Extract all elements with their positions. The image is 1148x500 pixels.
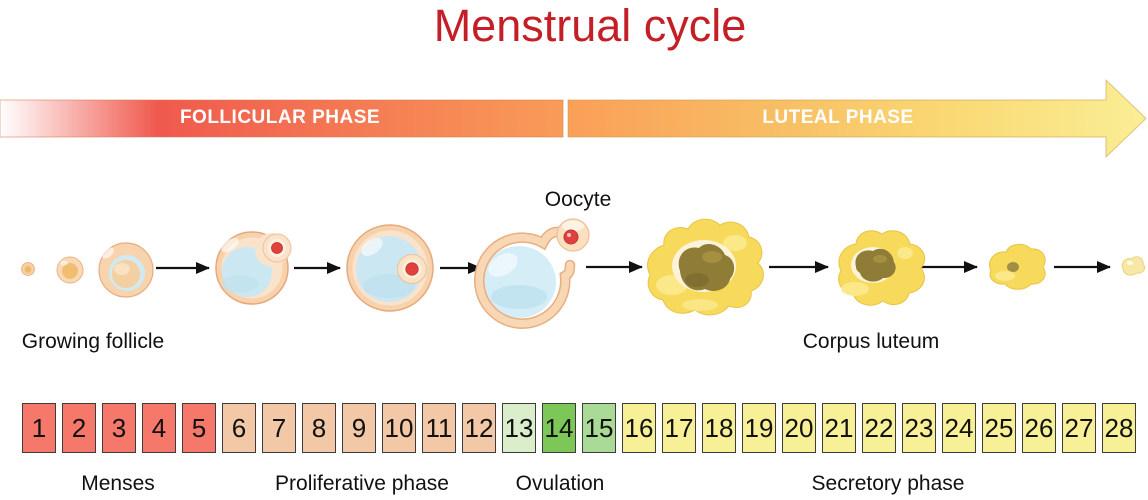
corpus-luteum-label: Corpus luteum [802, 330, 940, 353]
day-box-23: 23 [902, 403, 936, 453]
luteal-phase-label: LUTEAL PHASE [762, 107, 914, 128]
day-box-11: 11 [422, 403, 456, 453]
day-box-28: 28 [1102, 403, 1136, 453]
day-box-14: 14 [542, 403, 576, 453]
day-box-22: 22 [862, 403, 896, 453]
day-box-26: 26 [1022, 403, 1056, 453]
menses-phase-label: Menses [81, 472, 155, 495]
secretory-phase-label: Secretory phase [811, 472, 965, 495]
secondary-follicle-early [98, 242, 154, 298]
stage-arrows [156, 261, 1111, 274]
page-title: Menstrual cycle [433, 0, 747, 51]
luteal-phase-arrow-band [567, 78, 1147, 159]
released-oocyte [556, 218, 590, 252]
day-box-9: 9 [342, 403, 376, 453]
follicle-development-illustration [21, 218, 1146, 329]
primordial-follicle [21, 262, 35, 276]
corpus-luteum-large [647, 218, 764, 316]
phase-banner [0, 78, 1147, 159]
day-box-25: 25 [982, 403, 1016, 453]
follicular-phase-label: FOLLICULAR PHASE [179, 107, 381, 128]
ovulation-ruptured-follicle [474, 218, 590, 329]
day-box-1: 1 [22, 403, 56, 453]
day-box-24: 24 [942, 403, 976, 453]
day-box-21: 21 [822, 403, 856, 453]
day-box-10: 10 [382, 403, 416, 453]
secondary-follicle-antrum [215, 231, 292, 305]
primary-follicle [56, 256, 84, 284]
oocyte-label: Oocyte [544, 188, 612, 211]
day-box-8: 8 [302, 403, 336, 453]
day-box-17: 17 [662, 403, 696, 453]
mature-follicle [346, 224, 434, 312]
follicular-phase-band [0, 99, 564, 138]
day-box-20: 20 [782, 403, 816, 453]
day-box-3: 3 [102, 403, 136, 453]
day-box-5: 5 [182, 403, 216, 453]
day-box-15: 15 [582, 403, 616, 453]
day-box-12: 12 [462, 403, 496, 453]
day-box-2: 2 [62, 403, 96, 453]
day-box-27: 27 [1062, 403, 1096, 453]
day-box-19: 19 [742, 403, 776, 453]
ovulation-phase-label: Ovulation [515, 472, 605, 495]
proliferative-phase-label: Proliferative phase [275, 472, 449, 495]
oocyte-dot [271, 242, 283, 254]
oocyte-dot [405, 262, 419, 276]
corpus-luteum-medium [838, 230, 925, 306]
day-box-13: 13 [502, 403, 536, 453]
corpus-luteum-regressing [989, 244, 1046, 290]
day-box-7: 7 [262, 403, 296, 453]
day-box-18: 18 [702, 403, 736, 453]
day-box-4: 4 [142, 403, 176, 453]
growing-follicle-label: Growing follicle [21, 330, 165, 353]
corpus-albicans-remnant [1121, 256, 1146, 276]
day-box-16: 16 [622, 403, 656, 453]
day-box-6: 6 [222, 403, 256, 453]
